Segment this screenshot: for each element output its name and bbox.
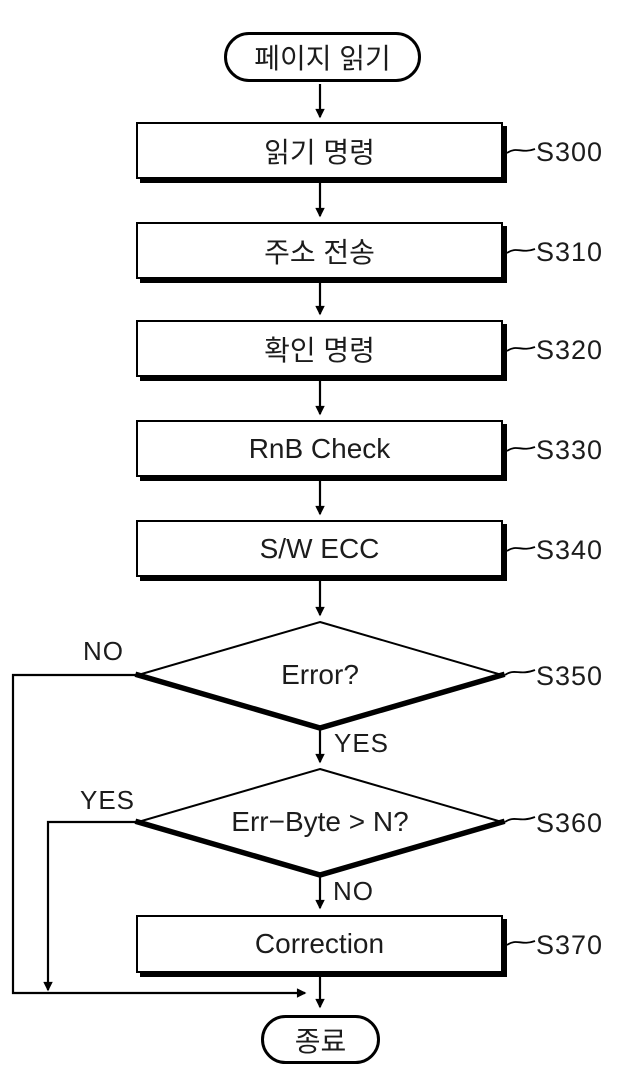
leader-s310	[506, 248, 536, 254]
step-id-s370: S370	[536, 930, 604, 960]
diamond-s360-errbyte	[134, 767, 506, 878]
process-correction: Correction	[136, 915, 503, 973]
step-id-s310: S310	[536, 237, 604, 267]
process-label: 읽기 명령	[264, 136, 375, 168]
process-label: 확인 명령	[264, 334, 375, 366]
process-confirm-command: 확인 명령	[136, 320, 503, 377]
leader-s340	[506, 546, 536, 552]
step-id-s350: S350	[536, 661, 604, 691]
wire-s350-no-branch	[11, 673, 307, 998]
end-label: 종료	[294, 1025, 347, 1057]
process-label: Correction	[254, 928, 385, 959]
leader-s360	[504, 816, 536, 823]
process-label: 주소 전송	[264, 236, 375, 268]
start-terminal: 페이지 읽기	[224, 32, 421, 82]
wire-s360-yes-branch	[43, 820, 138, 992]
process-sw-ecc: S/W ECC	[136, 520, 503, 577]
leader-s330	[506, 446, 536, 452]
end-terminal: 종료	[261, 1015, 380, 1064]
process-label: S/W ECC	[259, 532, 380, 564]
step-id-s340: S340	[536, 535, 604, 565]
step-id-s300: S300	[536, 137, 604, 167]
branch-yes-s350: YES	[334, 728, 390, 758]
process-rnb-check: RnB Check	[136, 420, 503, 477]
leader-s370	[506, 940, 536, 946]
step-id-s320: S320	[536, 335, 604, 365]
process-address-transfer: 주소 전송	[136, 222, 503, 279]
step-id-s330: S330	[536, 435, 604, 465]
start-label: 페이지 읽기	[254, 43, 391, 74]
process-read-command: 읽기 명령	[136, 122, 503, 179]
leader-s350	[504, 669, 536, 676]
leader-s300	[506, 148, 536, 154]
leader-s320	[506, 346, 536, 352]
process-label: RnB Check	[248, 432, 391, 464]
branch-no-s350: NO	[83, 636, 124, 666]
diamond-s350-error	[134, 620, 506, 731]
branch-yes-s360: YES	[80, 785, 136, 815]
branch-no-s360: NO	[333, 876, 374, 906]
step-id-s360: S360	[536, 808, 604, 838]
